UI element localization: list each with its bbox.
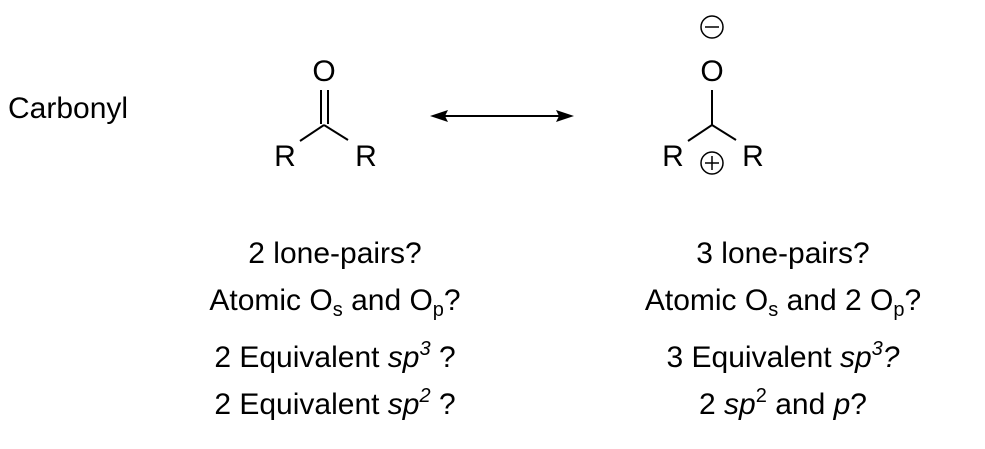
question: Atomic Os and 2 Op? — [644, 284, 922, 321]
question: 2 sp2 and p? — [699, 385, 867, 421]
question: 2 Equivalent sp3 ? — [214, 338, 456, 374]
bond-left — [687, 124, 713, 142]
oxygen-atom: O — [700, 55, 723, 88]
carbonyl-label: Carbonyl — [8, 92, 129, 125]
question: 3 lone-pairs? — [696, 237, 870, 270]
r-group: R — [662, 140, 684, 173]
left-questions: 2 lone-pairs? Atomic Os and Op? 2 Equiva… — [125, 230, 545, 428]
r-group: R — [355, 140, 377, 173]
positive-charge-icon — [700, 151, 724, 175]
question: 2 Equivalent sp2 ? — [214, 385, 456, 421]
oxygen-atom: O — [312, 55, 335, 88]
question: 2 lone-pairs? — [248, 237, 422, 270]
r-group: R — [742, 140, 764, 173]
bond-right — [323, 124, 349, 141]
arrowhead-left-icon — [430, 110, 448, 122]
question: Atomic Os and Op? — [209, 284, 461, 321]
bond-right — [711, 124, 737, 141]
arrowhead-right-icon — [556, 110, 574, 122]
bond-left — [299, 124, 325, 142]
r-group: R — [274, 140, 296, 173]
right-questions: 3 lone-pairs? Atomic Os and 2 Op? 3 Equi… — [573, 230, 985, 428]
negative-charge-icon — [700, 15, 724, 39]
question: 3 Equivalent sp3? — [666, 338, 900, 374]
